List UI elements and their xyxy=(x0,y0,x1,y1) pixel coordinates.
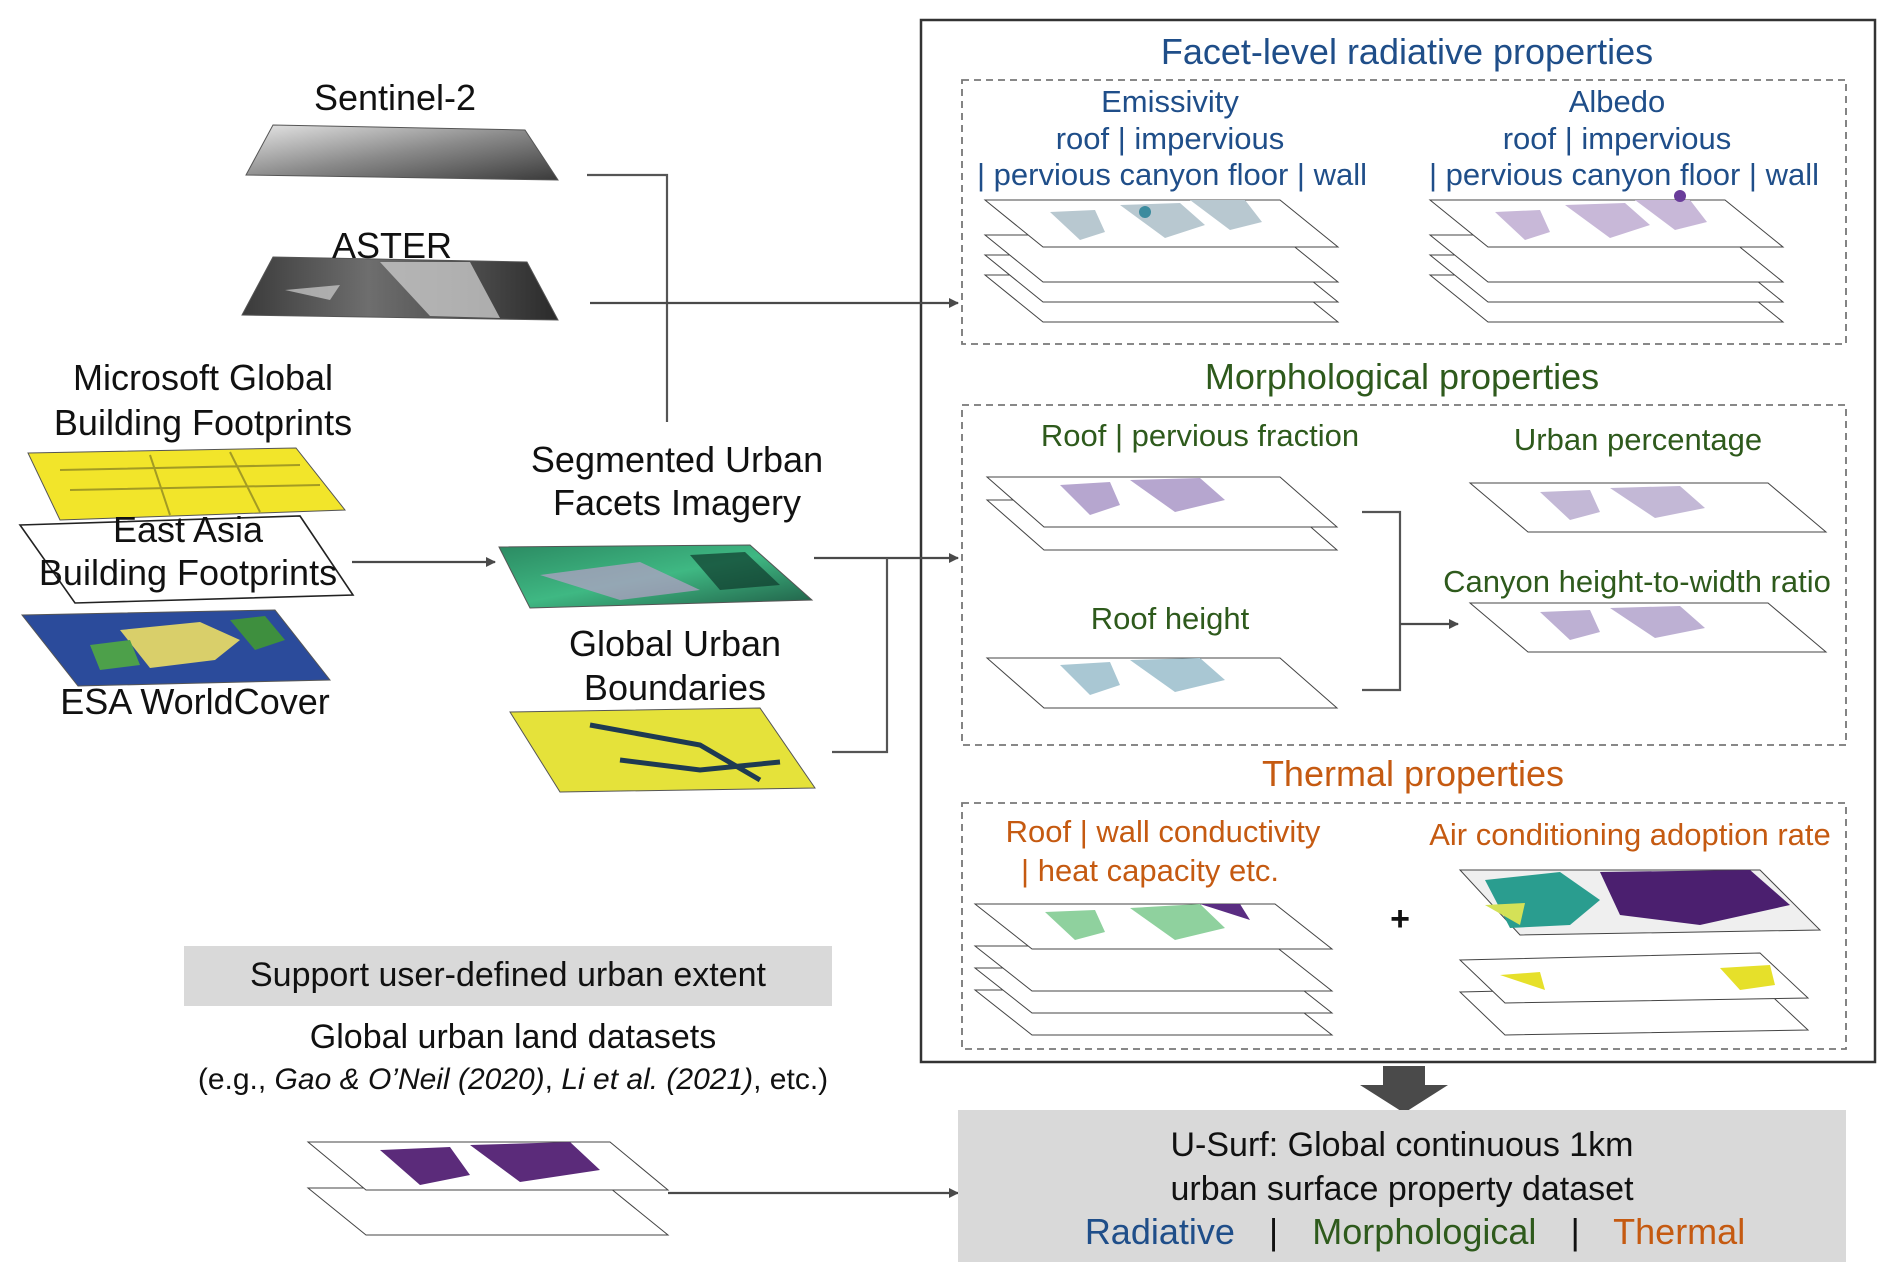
datasets-title: Global urban land datasets xyxy=(309,1018,717,1056)
citation-prefix: (e.g., xyxy=(197,1063,275,1096)
output-radiative: Radiative xyxy=(1084,1211,1235,1252)
emissivity-label-line2: roof | impervious xyxy=(1055,121,1285,156)
conductivity-label-line1: Roof | wall conductivity xyxy=(1005,814,1321,849)
canyon-ratio-map xyxy=(1468,602,1828,653)
sentinel-label: Sentinel-2 xyxy=(313,77,477,118)
thermal-map-stack xyxy=(973,903,1334,1036)
main-frame xyxy=(919,18,1877,1064)
global-urban-land-map-stack xyxy=(306,1141,670,1236)
emissivity-label-line1: Emissivity xyxy=(1101,84,1239,119)
boundaries-layer-image xyxy=(509,707,816,793)
ac-rate-map-stack xyxy=(1458,869,1822,1036)
radiative-box xyxy=(961,79,1847,345)
segmented-label-line2: Facets Imagery xyxy=(552,482,802,523)
albedo-map-stack xyxy=(1428,190,1785,323)
output-title-line1: U-Surf: Global continuous 1km xyxy=(1170,1126,1634,1164)
east-asia-label-line2: Building Footprints xyxy=(38,552,338,593)
connector-boundaries xyxy=(832,558,889,754)
aster-label: ASTER xyxy=(331,225,453,266)
output-morphological: Morphological xyxy=(1312,1211,1537,1252)
radiative-title: Facet-level radiative properties xyxy=(1160,31,1654,72)
east-asia-label-line1: East Asia xyxy=(112,509,264,550)
microsoft-label-line1: Microsoft Global xyxy=(72,357,334,398)
output-title-line2: urban surface property dataset xyxy=(1170,1170,1634,1208)
morphological-title: Morphological properties xyxy=(1204,356,1600,397)
output-box xyxy=(958,1110,1846,1262)
roof-pervious-label: Roof | pervious fraction xyxy=(1040,418,1360,453)
albedo-label-line2: roof | impervious xyxy=(1502,121,1732,156)
citation-suffix: , etc.) xyxy=(753,1063,829,1096)
ac-rate-label: Air conditioning adoption rate xyxy=(1429,817,1831,852)
support-box-label: Support user-defined urban extent xyxy=(249,956,767,994)
connector-sentinel xyxy=(587,173,669,422)
down-arrow xyxy=(1360,1066,1448,1113)
datasets-citation: (e.g., Gao & O’Neil (2020), Li et al. (2… xyxy=(198,1065,828,1095)
output-thermal: Thermal xyxy=(1613,1211,1746,1252)
canyon-ratio-label: Canyon height-to-width ratio xyxy=(1443,564,1831,599)
support-box xyxy=(184,946,832,1006)
boundaries-label-line2: Boundaries xyxy=(583,667,767,708)
output-categories: Radiative | Morphological | Thermal xyxy=(1085,1214,1745,1250)
urban-percentage-label: Urban percentage xyxy=(1513,422,1763,457)
roof-height-map xyxy=(985,657,1339,709)
albedo-label-line3: | pervious canyon floor | wall xyxy=(1428,157,1820,192)
citation-gao: Gao & O’Neil (2020) xyxy=(274,1063,545,1096)
albedo-label-line1: Albedo xyxy=(1568,84,1666,119)
output-separator-2: | xyxy=(1570,1211,1580,1252)
boundaries-label-line1: Global Urban xyxy=(568,623,782,664)
thermal-title: Thermal properties xyxy=(1261,753,1565,794)
east-asia-layer-image xyxy=(18,515,355,604)
plus-sign: + xyxy=(1390,900,1410,938)
output-separator-1: | xyxy=(1268,1211,1279,1252)
emissivity-label-line3: | pervious canyon floor | wall xyxy=(976,157,1368,192)
sentinel-layer-image xyxy=(245,124,559,181)
emissivity-map-stack xyxy=(983,199,1340,323)
microsoft-label-line2: Building Footprints xyxy=(53,402,353,443)
citation-separator: , xyxy=(544,1063,562,1096)
esa-label: ESA WorldCover xyxy=(60,681,330,722)
roof-pervious-map-stack xyxy=(985,476,1339,551)
citation-li: Li et al. (2021) xyxy=(561,1063,754,1096)
urban-percentage-map xyxy=(1468,482,1828,533)
thermal-box xyxy=(961,802,1847,1050)
conductivity-label-line2: | heat capacity etc. xyxy=(1021,853,1279,888)
segmented-label-line1: Segmented Urban xyxy=(530,439,824,480)
roof-height-label: Roof height xyxy=(1090,601,1250,636)
connector-morph-bracket xyxy=(1362,510,1402,692)
